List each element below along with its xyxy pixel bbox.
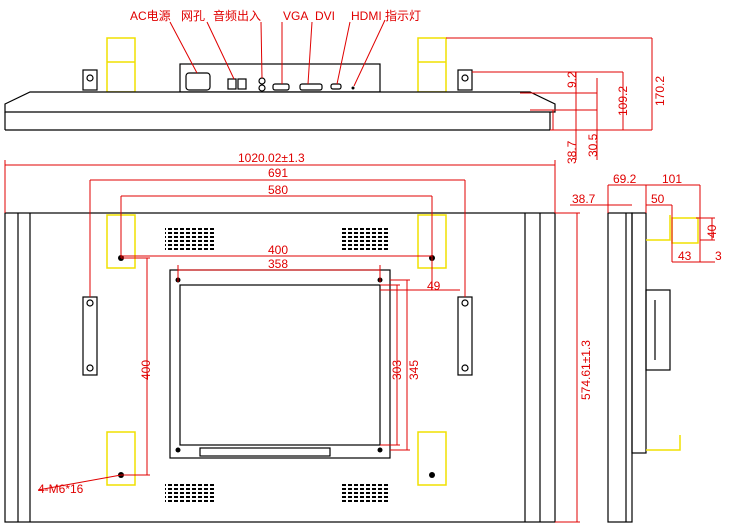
dim-38-7-top: 38.7 <box>565 140 579 164</box>
dim-303: 303 <box>390 360 404 380</box>
vent-bottom-left <box>165 482 215 504</box>
network-port-1 <box>227 78 237 90</box>
vent-top-right <box>340 228 390 250</box>
inner-panel <box>179 284 381 446</box>
dvi-port <box>299 83 323 91</box>
dim-109-2: 109.2 <box>616 86 630 116</box>
dim-vesa-v-400: 400 <box>139 360 153 380</box>
dim-49: 49 <box>427 279 441 293</box>
vent-bottom-right <box>340 482 390 504</box>
dim-691: 691 <box>268 166 288 180</box>
label-ac-power: AC电源 <box>130 9 171 23</box>
vent-top-left <box>165 228 215 250</box>
handle-right <box>457 69 473 91</box>
label-dvi: DVI <box>315 9 335 23</box>
label-network: 网孔 <box>181 9 205 23</box>
front-view: 1020.02±1.3 691 580 400 358 49 303 345 4… <box>4 151 593 523</box>
label-hdmi: HDMI <box>351 9 382 23</box>
side-io-box <box>645 289 671 371</box>
handle-front-left <box>82 296 98 376</box>
io-box <box>179 63 381 93</box>
network-port-2 <box>237 78 247 90</box>
dim-3: 3 <box>715 249 722 263</box>
dim-side-38-7: 38.7 <box>572 192 596 206</box>
front-frame <box>4 212 556 523</box>
io-connectors-strip <box>199 447 331 457</box>
dim-height-total: 574.61±1.3 <box>579 340 593 400</box>
dim-43: 43 <box>678 249 692 263</box>
bracket-top-left <box>106 37 136 93</box>
label-indicator: 指示灯 <box>385 8 421 23</box>
dim-30-5: 30.5 <box>586 133 600 157</box>
dim-101: 101 <box>662 172 682 186</box>
hdmi-port <box>330 83 342 90</box>
dim-vesa-400: 400 <box>268 243 288 257</box>
dim-69-2: 69.2 <box>613 172 637 186</box>
indicator-led <box>351 86 355 90</box>
label-vga: VGA <box>283 9 308 23</box>
dim-50: 50 <box>651 192 665 206</box>
side-body <box>631 212 647 454</box>
handle-left <box>82 69 98 91</box>
top-view: AC电源 网孔 音频出入 VGA DVI HDMI 指示灯 9.2 170.2 … <box>4 8 667 164</box>
dim-358: 358 <box>268 257 288 271</box>
screw-spec: 4-M6*16 <box>38 482 84 496</box>
back-plate <box>169 269 391 459</box>
top-frame <box>4 91 556 113</box>
vga-port <box>272 83 290 91</box>
dim-40: 40 <box>705 224 719 238</box>
label-audio: 音频出入 <box>213 8 261 23</box>
side-view: 38.7 69.2 101 50 40 43 3 <box>570 172 722 523</box>
dim-345: 345 <box>407 360 421 380</box>
dim-580: 580 <box>268 183 288 197</box>
dim-170-2: 170.2 <box>653 76 667 106</box>
dim-9-2: 9.2 <box>565 71 579 88</box>
ac-power-port <box>185 72 211 91</box>
bracket-top-right <box>417 37 447 93</box>
dim-width-total: 1020.02±1.3 <box>238 151 305 165</box>
audio-port-2 <box>258 84 266 92</box>
handle-front-right <box>457 296 473 376</box>
